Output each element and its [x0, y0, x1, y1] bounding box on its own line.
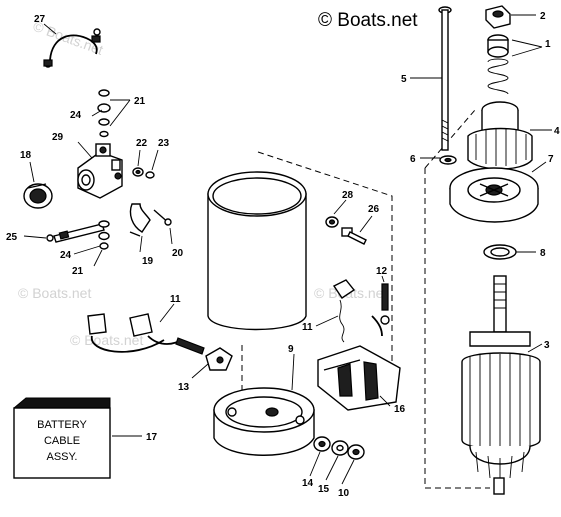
- callout-10: 10: [338, 488, 350, 499]
- callout-17: 17: [146, 432, 158, 443]
- battery-box-line-1: BATTERY: [37, 419, 87, 431]
- callout-20: 20: [172, 248, 184, 259]
- callout-2: 2: [540, 11, 546, 22]
- part-22-23-hardware: [132, 167, 155, 179]
- part-21-24-hardware-bottom: [98, 220, 110, 250]
- callout-leader-lines: [23, 14, 552, 485]
- part-29-solenoid: [77, 143, 123, 199]
- part-5-through-bolt: [438, 6, 452, 151]
- callout-8: 8: [540, 248, 546, 259]
- part-26-28-screw-washer: [325, 216, 367, 245]
- part-4-drive-pinion: [467, 101, 533, 170]
- callout-18: 18: [20, 150, 32, 161]
- part-7-upper-end-cap: [449, 167, 539, 223]
- callout-6: 6: [410, 154, 416, 165]
- callout-3: 3: [544, 340, 550, 351]
- callout-22: 22: [136, 138, 148, 149]
- part-8-thrust-washer: [483, 244, 517, 260]
- part-11-12-brush-set-center: [332, 279, 390, 343]
- callout-numbers: 1 2 3 4 5 6 7 8 9 10 11 11 12 13 14 15 1…: [6, 11, 560, 499]
- callout-24-top: 24: [70, 110, 82, 121]
- callout-15: 15: [318, 484, 330, 495]
- watermark-faint-lower: © Boats.net: [70, 332, 143, 348]
- part-25-bolt: [46, 223, 105, 243]
- callout-11-center: 11: [302, 322, 313, 333]
- callout-26: 26: [368, 204, 380, 215]
- callout-23: 23: [158, 138, 170, 149]
- watermark-main: © Boats.net: [318, 10, 418, 31]
- part-11-brush-set-left: [87, 313, 205, 355]
- battery-box-line-2: CABLE: [44, 435, 80, 447]
- part-21-24-hardware-top: [97, 89, 111, 138]
- part-27-ground-wire: [43, 28, 101, 68]
- part-lower-end-cap: [213, 387, 315, 456]
- battery-box-line-3: ASSY.: [47, 451, 78, 463]
- callout-28: 28: [342, 190, 354, 201]
- part-1-collar-spring: [487, 34, 509, 95]
- part-13-terminal: [205, 347, 233, 371]
- callout-25: 25: [6, 232, 18, 243]
- part-3-armature: [461, 275, 541, 495]
- callout-24-bottom: 24: [60, 250, 72, 261]
- callout-21-top: 21: [134, 96, 146, 107]
- callout-9: 9: [288, 344, 294, 355]
- part-frame-cylinder: [207, 171, 307, 331]
- part-18-boot: [23, 183, 53, 209]
- callout-21-bottom: 21: [72, 266, 84, 277]
- callout-29: 29: [52, 132, 64, 143]
- part-16-brush-holder: [317, 345, 401, 411]
- callout-7: 7: [548, 154, 554, 165]
- callout-14: 14: [302, 478, 314, 489]
- callout-19: 19: [142, 256, 154, 267]
- part-6-washer: [439, 155, 457, 165]
- callout-27: 27: [34, 14, 46, 25]
- part-2-nut: [485, 5, 511, 29]
- callout-11-left: 11: [170, 294, 181, 305]
- callout-4: 4: [554, 126, 560, 137]
- watermark-faint-left: © Boats.net: [18, 285, 91, 301]
- callout-13: 13: [178, 382, 190, 393]
- callout-12: 12: [376, 266, 388, 277]
- part-19-bracket: [129, 203, 172, 237]
- callout-1: 1: [545, 39, 551, 50]
- callout-5: 5: [401, 74, 407, 85]
- battery-cable-label-box: BATTERY CABLE ASSY.: [13, 397, 111, 479]
- part-14-15-10-washers: [313, 436, 365, 460]
- callout-16: 16: [394, 404, 406, 415]
